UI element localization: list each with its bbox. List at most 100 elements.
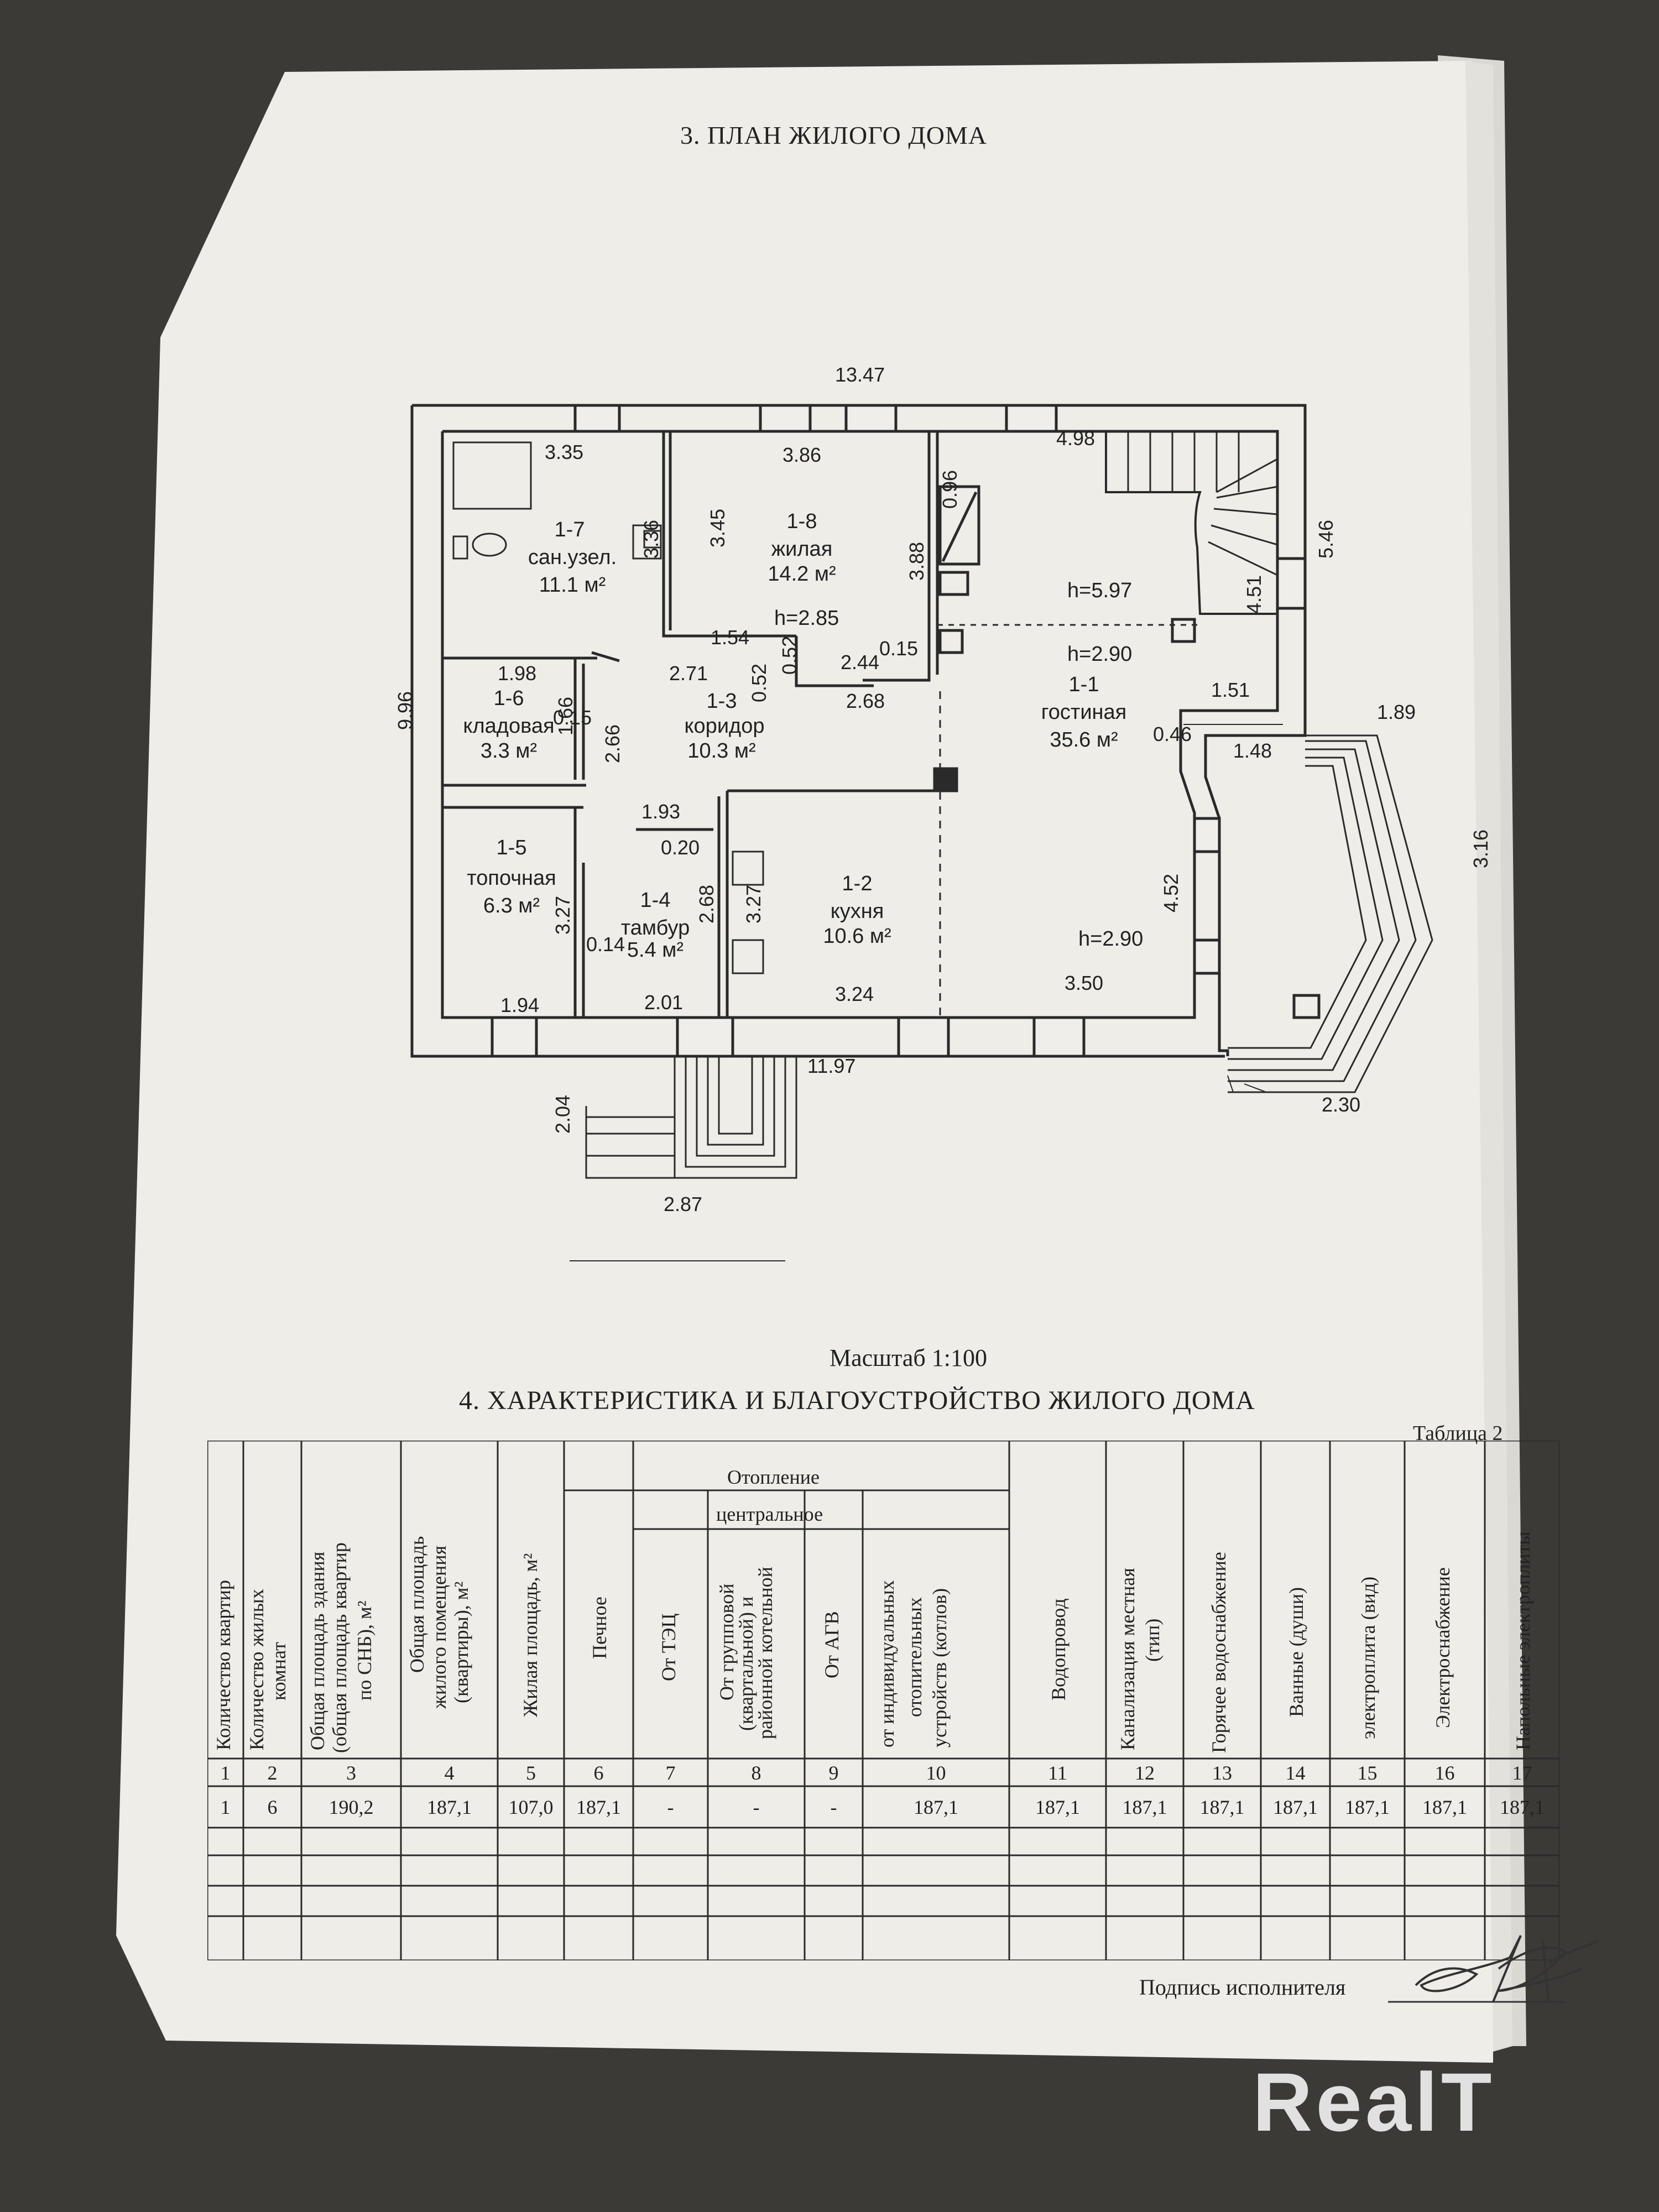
row-value-11: 187,1 [1035, 1796, 1080, 1818]
row-value-17: 187,1 [1500, 1796, 1545, 1818]
col-header-17: Напольные электроплиты [1512, 1531, 1534, 1750]
room-1-1-name: гостиная [1041, 701, 1127, 724]
dim-3.27a: 3.27 [551, 896, 574, 935]
row-value-6: 187,1 [576, 1796, 621, 1818]
col-number-8: 8 [751, 1762, 761, 1784]
room-1-2-id: 1-2 [842, 872, 873, 895]
dim-0.96: 0.96 [938, 470, 961, 509]
dim-0.20: 0.20 [661, 836, 700, 859]
room-1-7-name: сан.узел. [528, 546, 617, 569]
dim-0.14: 0.14 [586, 933, 625, 956]
row-value-5: 107,0 [508, 1796, 554, 1818]
row-value-13: 187,1 [1199, 1796, 1245, 1818]
dim-3.27b: 3.27 [742, 885, 765, 924]
height-h2: h=5.97 [1067, 579, 1132, 602]
characteristics-table: Отопление центральное Количество квартир… [207, 1441, 1559, 1960]
section-title: 4. ХАРАКТЕРИСТИКА И БЛАГОУСТРОЙСТВО ЖИЛО… [459, 1386, 1255, 1415]
dim-3.36: 3.36 [640, 520, 662, 559]
room-1-3-area: 10.3 м² [687, 739, 755, 763]
dim-right-upper: 5.46 [1314, 520, 1337, 559]
plan-scale: Масштаб 1:100 [830, 1344, 987, 1371]
dim-1.98: 1.98 [498, 662, 536, 685]
row-value-8: - [753, 1796, 760, 1818]
room-1-7-id: 1-7 [555, 518, 585, 541]
room-1-8-id: 1-8 [787, 510, 817, 533]
signature-image [1388, 1935, 1599, 2003]
dim-1.51: 1.51 [1211, 679, 1250, 701]
col-header-6: Печное [588, 1597, 611, 1659]
col-header-2b: комнат [268, 1642, 290, 1700]
col-number-7: 7 [665, 1762, 676, 1784]
room-1-5-id: 1-5 [497, 836, 527, 859]
dim-0.52b: 0.52 [778, 636, 801, 675]
col-header-13: Горячее водоснабжение [1208, 1552, 1230, 1753]
room-1-2-area: 10.6 м² [823, 925, 891, 948]
dim-terrace-bottom: 2.30 [1322, 1093, 1360, 1116]
height-h4: h=2.90 [1078, 927, 1143, 951]
row-value-15: 187,1 [1345, 1796, 1390, 1818]
dim-terrace-top: 1.89 [1377, 701, 1416, 723]
dim-2.66: 2.66 [601, 724, 624, 763]
room-1-4-name: тамбур [621, 916, 690, 940]
col-number-2: 2 [267, 1762, 278, 1784]
room-1-5-area: 6.3 м² [483, 894, 540, 917]
col-header-12a: Канализация местная [1117, 1568, 1139, 1750]
dim-4.52: 4.52 [1160, 874, 1182, 912]
signature-label: Подпись исполнителя [1139, 1975, 1346, 2000]
dim-2.68b: 2.68 [695, 885, 718, 924]
col-header-10a: от индивидуальных [876, 1580, 898, 1747]
col-header-9: От АГВ [821, 1611, 843, 1678]
row-value-16: 187,1 [1422, 1796, 1467, 1818]
dim-porch-w: 2.87 [664, 1193, 702, 1215]
dim-0.52a: 0.52 [748, 664, 770, 702]
dim-1.94: 1.94 [500, 994, 539, 1016]
col-header-4a: Общая площадь [406, 1536, 428, 1673]
col-number-5: 5 [526, 1762, 536, 1784]
col-header-14: Ванные (души) [1285, 1587, 1307, 1717]
room-1-3-name: коридор [685, 714, 765, 738]
room-1-3-id: 1-3 [707, 690, 737, 713]
watermark-logo: RealT [1253, 2056, 1495, 2148]
row-value-12: 187,1 [1122, 1796, 1167, 1818]
col-header-3a: Общая площадь здания [306, 1551, 328, 1750]
col-header-5: Жилая площадь, м² [519, 1553, 541, 1717]
dim-1.66: 1.66 [554, 697, 577, 735]
col-number-10: 10 [926, 1762, 946, 1784]
col-number-9: 9 [828, 1762, 839, 1784]
row-value-9: - [830, 1796, 837, 1818]
dim-top-total: 13.47 [835, 363, 885, 386]
row-value-10: 187,1 [914, 1796, 958, 1818]
col-header-10c: устройств (котлов) [928, 1588, 951, 1747]
row-value-14: 187,1 [1273, 1796, 1318, 1818]
col-header-3c: по СНБ), м² [353, 1600, 375, 1700]
dim-3.86: 3.86 [782, 444, 821, 466]
row-value-2: 6 [267, 1796, 278, 1818]
dim-bottom-total: 11.97 [807, 1055, 855, 1077]
dim-3.45: 3.45 [706, 509, 729, 547]
room-1-4-area: 5.4 м² [627, 938, 684, 962]
col-number-3: 3 [346, 1762, 356, 1784]
col-number-1: 1 [220, 1762, 231, 1784]
col-header-8c: районной котельной [754, 1567, 776, 1739]
col-header-11: Водопровод [1047, 1598, 1070, 1700]
col-header-1: Количество квартир [212, 1580, 234, 1750]
dim-2.01: 2.01 [644, 991, 683, 1014]
col-number-16: 16 [1434, 1762, 1455, 1784]
room-1-1-area: 35.6 м² [1050, 728, 1118, 752]
dim-1.54: 1.54 [711, 626, 749, 649]
height-h3: h=2.90 [1067, 643, 1132, 666]
col-header-4c: (квартиры), м² [450, 1581, 472, 1703]
row-value-7: - [667, 1796, 674, 1818]
col-header-3b: (общая площадь квартир [328, 1542, 351, 1753]
table-grid [207, 1441, 1559, 1960]
room-1-1-id: 1-1 [1069, 673, 1099, 696]
dim-3.35: 3.35 [545, 441, 583, 463]
row-value-1: 1 [220, 1796, 231, 1818]
dim-4.98: 4.98 [1056, 427, 1095, 450]
dim-0.15a: 0.15 [553, 706, 592, 729]
room-1-6-area: 3.3 м² [481, 739, 537, 763]
dim-2.68a: 2.68 [846, 690, 885, 712]
dim-2.71: 2.71 [669, 662, 708, 685]
dim-1.48: 1.48 [1233, 739, 1272, 762]
